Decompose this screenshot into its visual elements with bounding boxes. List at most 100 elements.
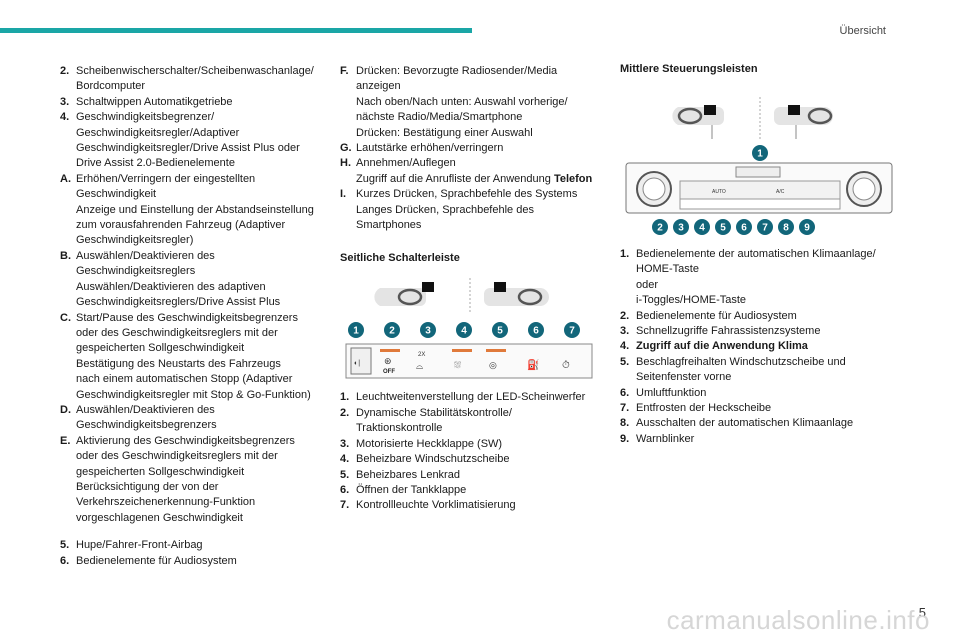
- list-item: 3.Motorisierte Heckklappe (SW): [340, 437, 610, 452]
- item-text: Kontrollleuchte Vorklimatisierung: [356, 499, 516, 512]
- list-item: G.Lautstärke erhöhen/verringern: [340, 141, 610, 156]
- list-item: 2.Dynamische Stabilitätskontrolle/ Trakt…: [340, 406, 610, 437]
- callout-badge: 9: [799, 219, 815, 235]
- svg-text:3: 3: [678, 223, 684, 234]
- item-text: Schaltwippen Automatikgetriebe: [76, 95, 233, 108]
- off-label: OFF: [383, 369, 395, 375]
- item-text: Schnellzugriffe Fahrassistenzsysteme: [636, 325, 821, 338]
- callout-badge: 7: [757, 219, 773, 235]
- svg-text:⏱: ⏱: [562, 360, 570, 371]
- list-item: 4. Beheizbare Windschutzscheibe: [340, 452, 610, 467]
- list-item: F.Drücken: Bevorzugte Radiosender/Media …: [340, 64, 610, 141]
- item-key: 8.: [620, 417, 630, 430]
- svg-text:2: 2: [389, 326, 395, 337]
- column-3: Mittlere Steuerungsleisten AUTO A/C 1 2 3 4…: [620, 62, 910, 447]
- list-item: C.Start/Pause des Geschwindigkeitsbegren…: [60, 311, 330, 403]
- item-text: Leuchtweitenverstellung der LED-Scheinwe…: [356, 391, 586, 404]
- item-key: H.: [340, 157, 351, 170]
- svg-text:⊛: ⊛: [384, 356, 392, 366]
- callout-badge: 8: [778, 219, 794, 235]
- callout-badge: 6: [528, 322, 544, 339]
- header-accent-bar: [0, 28, 472, 33]
- ac-label: A/C: [776, 189, 785, 195]
- item-key: 3.: [340, 437, 350, 450]
- item-text: Aktivierung des Geschwindigkeitsbegrenze…: [76, 434, 295, 524]
- svg-text:1: 1: [757, 149, 763, 160]
- item-key: E.: [60, 434, 71, 447]
- item-key: 6.: [340, 483, 350, 496]
- svg-text:◐|: ◐|: [354, 360, 360, 367]
- svg-text:6: 6: [533, 326, 539, 337]
- climate-panel: AUTO A/C: [625, 162, 893, 214]
- list-group: 2.Scheibenwischerschalter/Scheibenwascha…: [60, 64, 330, 526]
- svg-text:8: 8: [783, 223, 789, 234]
- item-text: Auswählen/Deaktivieren des Geschwindigke…: [76, 403, 217, 432]
- switch-panel: ◐| OFF ⊛ 2X ⌓ ⛆ ◎ ⛽ ⏱: [345, 343, 593, 379]
- list-item: 5.Beheizbares Lenkrad: [340, 468, 610, 483]
- column-2: F.Drücken: Bevorzugte Radiosender/Media …: [340, 64, 610, 514]
- callout-badge: 5: [492, 322, 508, 339]
- item-key: 6.: [60, 554, 70, 567]
- item-key: 4.: [340, 453, 350, 466]
- callout-badge: 1: [348, 322, 364, 339]
- item-text: Umluftfunktion: [636, 386, 707, 399]
- item-key: 7.: [620, 402, 630, 415]
- watermark: carmanualsonline.info: [666, 605, 930, 635]
- list-item: 7. Kontrollleuchte Vorklimatisierung: [340, 498, 610, 513]
- item-key: F.: [340, 65, 349, 77]
- side-switch-heading: Seitliche Schalterleiste: [340, 252, 460, 265]
- item-key: 4.: [620, 340, 630, 353]
- item-text: Entfrosten der Heckscheibe: [636, 402, 772, 415]
- list-item: 2.Bedienelemente für Audiosystem: [620, 309, 910, 324]
- list-group: F.Drücken: Bevorzugte Radiosender/Media …: [340, 64, 610, 233]
- svg-text:4: 4: [699, 223, 705, 234]
- svg-text:7: 7: [762, 223, 768, 234]
- item-text: Beschlagfreihalten Windschutzscheibe und…: [636, 355, 846, 384]
- list-item: H. Annehmen/Auflegen Zugriff auf die Anru…: [340, 156, 610, 187]
- section-title: Übersicht: [839, 25, 886, 37]
- callout-badge: 5: [715, 219, 731, 235]
- svg-text:⛆: ⛆: [454, 360, 461, 370]
- callout-badge: 1: [752, 145, 768, 161]
- callout-badge: 4: [456, 322, 472, 339]
- list-group: 1.Bedienelemente der automatischen Klima…: [620, 247, 910, 447]
- svg-text:1: 1: [353, 326, 359, 337]
- list-item: I.Kurzes Drücken, Sprachbefehle des Syst…: [340, 187, 610, 233]
- list-item: 6.Öffnen der Tankklappe: [340, 483, 610, 498]
- svg-text:5: 5: [720, 223, 726, 234]
- svg-text:9: 9: [804, 223, 810, 234]
- item-text: Zugriff auf die Anwendung Klima: [636, 340, 808, 353]
- callout-badge: 2: [652, 219, 668, 235]
- item-text: Ausschalten der automatischen Klimaanlag…: [636, 417, 854, 430]
- list-item: E. Aktivierung des Geschwindigkeitsbegren…: [60, 434, 330, 526]
- list-item: 3.Schnellzugriffe Fahrassistenzsysteme: [620, 324, 910, 339]
- callout-badge: 7: [564, 322, 580, 339]
- item-key: 7.: [340, 499, 350, 512]
- list-group: 1. Leuchtweitenverstellung der LED-Schein…: [340, 390, 610, 513]
- steering-wheel-illustration: [672, 97, 833, 139]
- item-text-bold: Telefon: [553, 172, 593, 185]
- item-text: Beheizbare Windschutzscheibe: [356, 453, 510, 466]
- list-item: 3.Schaltwippen Automatikgetriebe: [60, 95, 330, 110]
- item-key: 1.: [340, 391, 350, 404]
- item-key: 5.: [340, 468, 350, 481]
- center-controls-heading: Mittlere Steuerungsleisten: [620, 63, 758, 75]
- svg-text:⛽: ⛽: [527, 358, 539, 371]
- item-text: Bedienelemente für Audiosystem: [76, 554, 237, 567]
- item-key: 4.: [60, 111, 70, 124]
- item-key: 5.: [620, 355, 630, 368]
- item-key: C.: [60, 311, 71, 324]
- list-item: 8. Ausschalten der automatischen Klimaanl…: [620, 416, 910, 431]
- item-text: Annehmen/Auflegen Zugriff auf die Anrufl…: [356, 157, 551, 185]
- svg-text:2: 2: [657, 223, 663, 234]
- item-text: Bedienelemente der automatischen Klimaan…: [636, 248, 876, 307]
- svg-text:4: 4: [461, 326, 467, 337]
- svg-text:◎: ◎: [489, 360, 497, 370]
- item-text: Dynamische Stabilitätskontrolle/ Traktio…: [356, 406, 512, 435]
- list-item: 1.Bedienelemente der automatischen Klima…: [620, 247, 910, 309]
- item-key: G.: [340, 142, 352, 155]
- item-text: Bedienelemente für Audiosystem: [636, 309, 797, 322]
- item-text: Hupe/Fahrer-Front-Airbag: [76, 539, 203, 552]
- auto-label: AUTO: [712, 189, 726, 195]
- list-item: 4.Geschwindigkeitsbegrenzer/ Geschwindig…: [60, 110, 330, 172]
